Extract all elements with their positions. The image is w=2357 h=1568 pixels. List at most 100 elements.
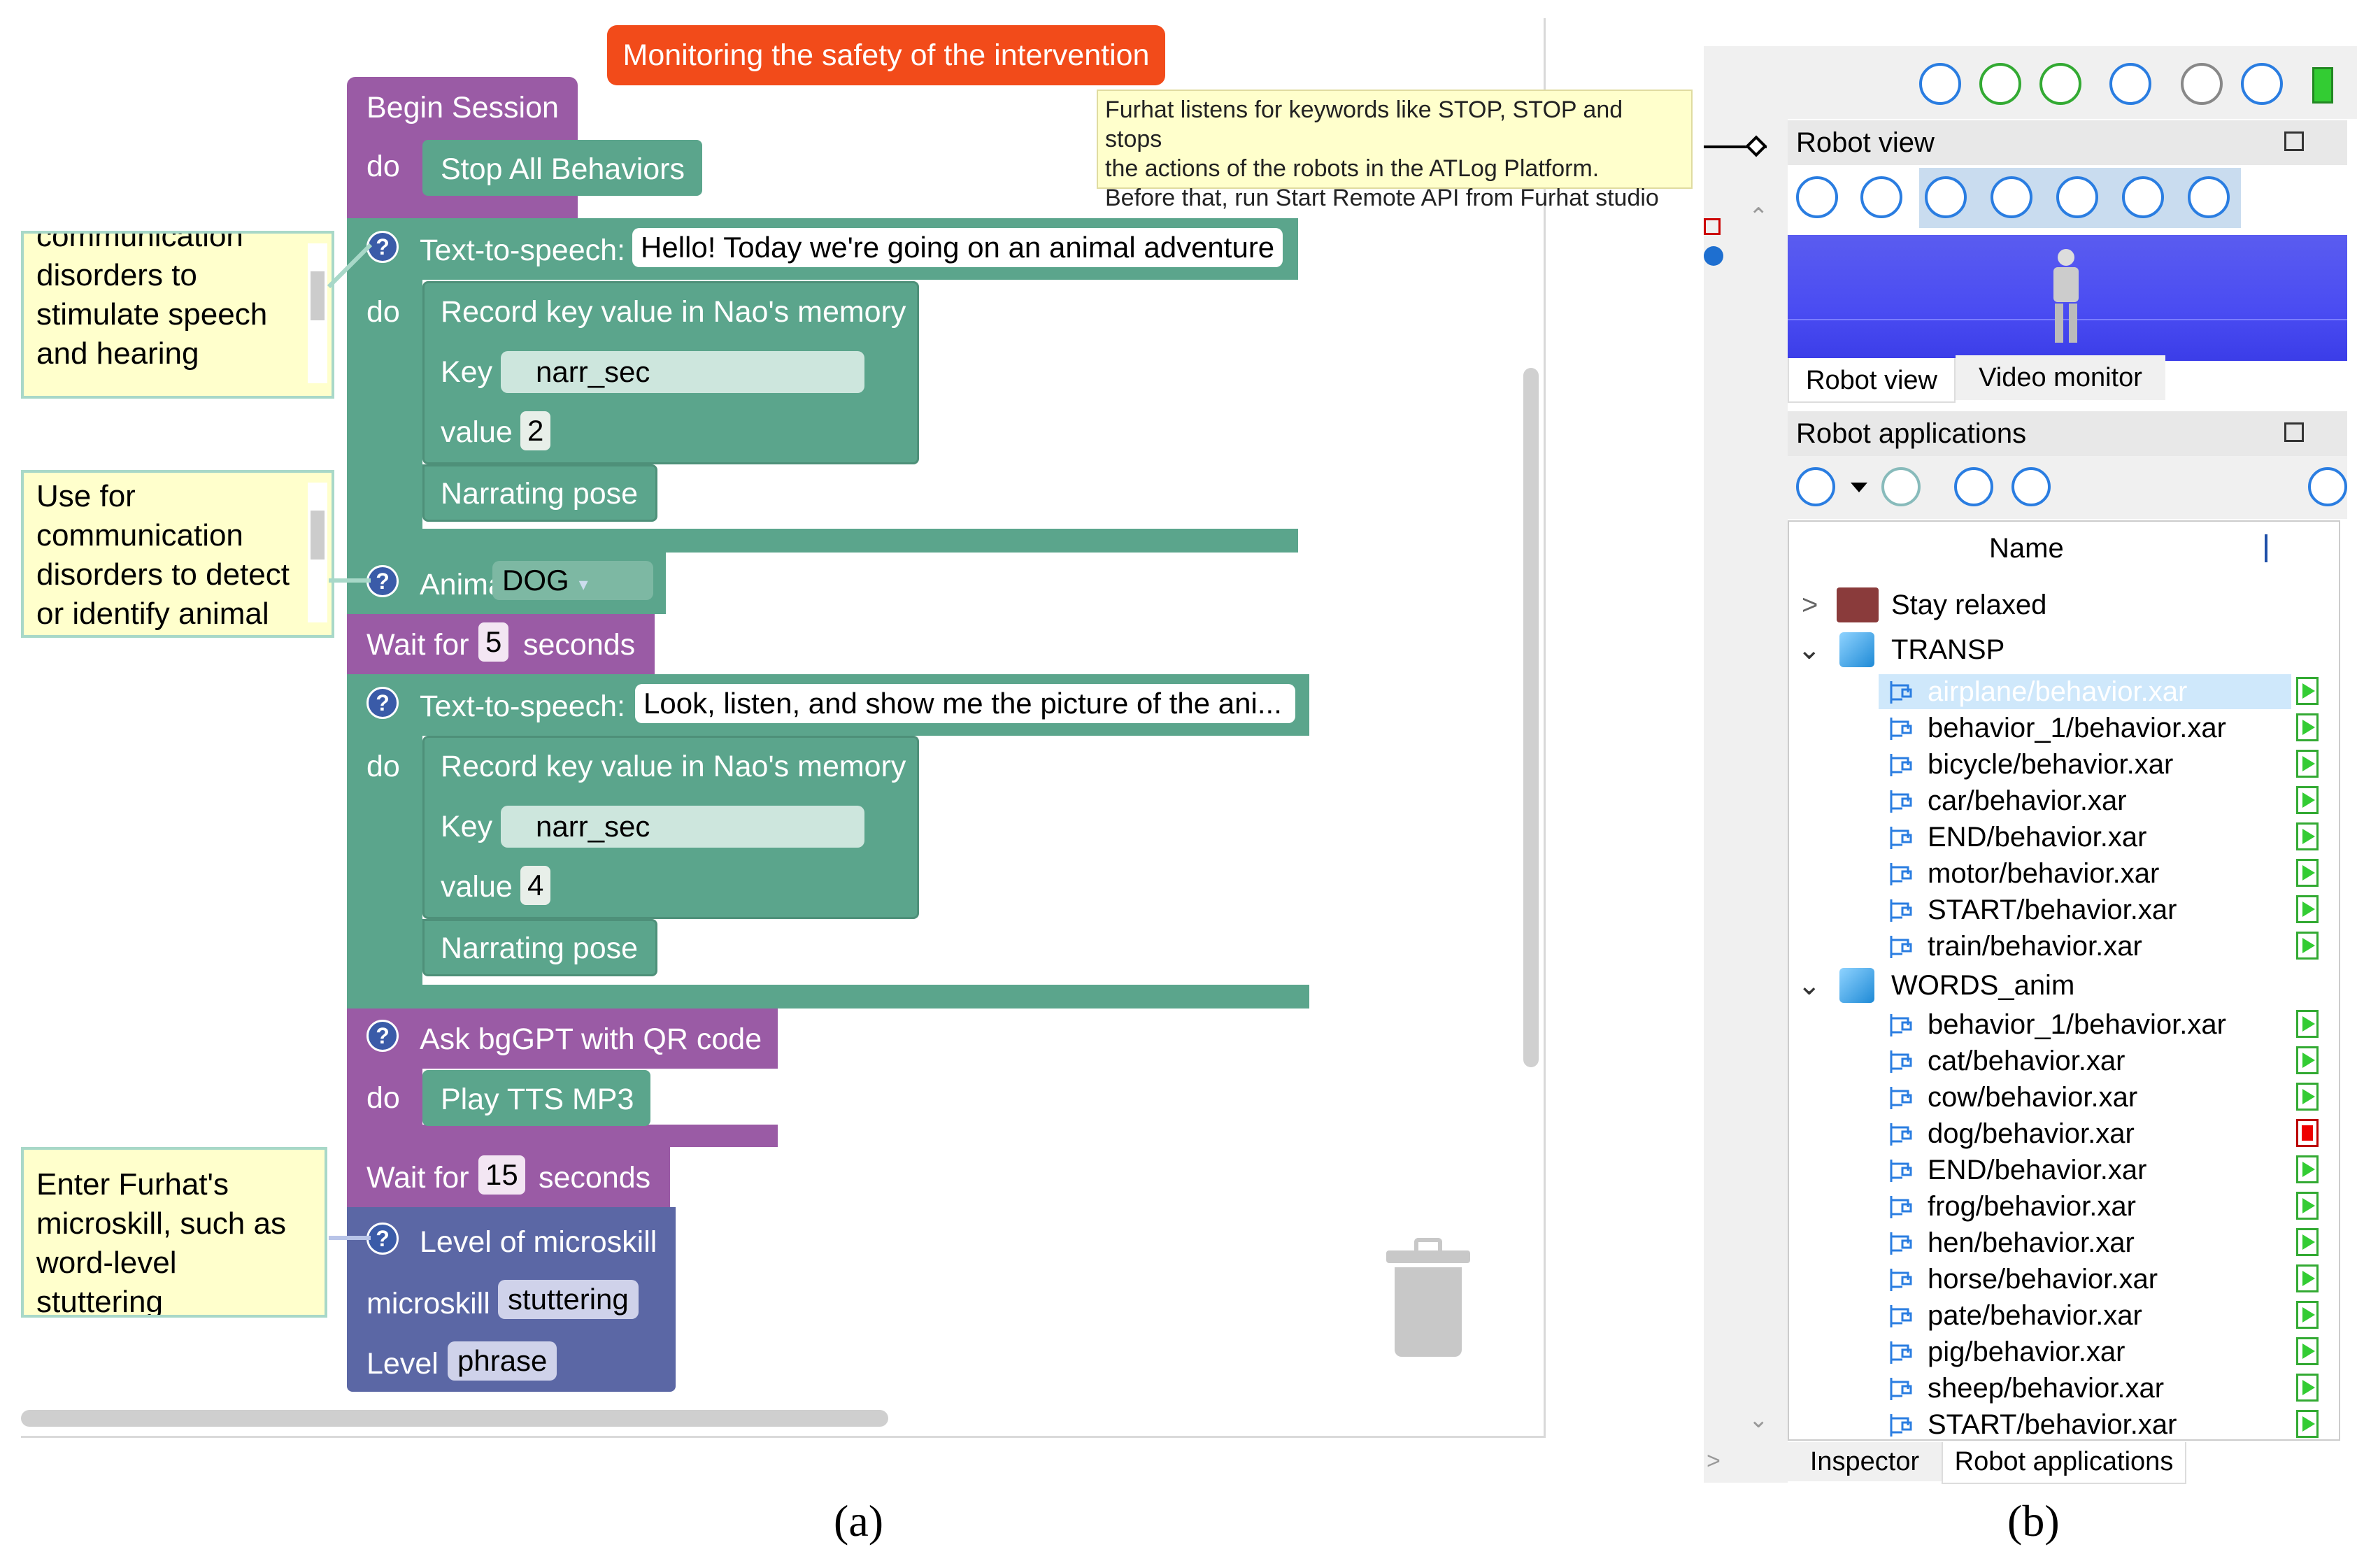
animals-dropdown[interactable]: DOG▾ [492,561,653,600]
key-field[interactable]: narr_sec [501,806,864,848]
settings-icon[interactable] [2056,176,2098,218]
tab-robot-view[interactable]: Robot view [1788,358,1956,403]
add-icon[interactable] [1704,246,1723,266]
play-button[interactable] [2296,1155,2319,1183]
info-icon[interactable] [1796,176,1838,218]
chevron-down-icon[interactable]: ⌄ [1797,634,1821,665]
volume-icon[interactable] [1919,63,1961,105]
delete-icon[interactable] [1881,467,1921,506]
vertical-scrollbar[interactable] [1523,368,1539,1067]
key-field[interactable]: narr_sec [501,351,864,393]
play-button[interactable] [2296,1264,2319,1292]
comment-scrollbar[interactable] [308,483,327,622]
play-button[interactable] [2296,859,2319,887]
horizontal-scrollbar[interactable] [21,1410,888,1427]
connection-icon[interactable] [2308,467,2347,506]
panel-float-icon[interactable] [2284,131,2304,151]
scroll-down-icon[interactable]: ⌄ [1749,1406,1769,1433]
trash-icon[interactable] [1386,1235,1470,1361]
ask-bggpt-block[interactable] [347,1008,778,1069]
body-icon[interactable] [1925,176,1967,218]
behavior-name: motor/behavior.xar [1928,858,2160,889]
wait-seconds-field[interactable]: 5 [478,622,509,662]
tab-inspector[interactable]: Inspector [1788,1442,1942,1481]
help-icon[interactable]: ? [366,1223,399,1255]
robot-apps-title: Robot applications [1788,411,2347,456]
name-column-header[interactable]: Name [1989,533,2064,564]
play-button[interactable] [2296,1301,2319,1329]
play-button[interactable] [2296,1192,2319,1220]
stay-relaxed-row[interactable]: > Stay relaxed [1788,587,2340,622]
wake-icon[interactable] [2241,63,2283,105]
comment-line: word-level stuttering [36,1246,177,1318]
autonomous-icon[interactable] [2039,63,2081,105]
expand-icon[interactable]: > [1707,1448,1721,1474]
level-dropdown[interactable]: phrase [448,1341,557,1381]
tooltip: Furhat listens for keywords like STOP, S… [1097,90,1693,211]
tts1-text-field[interactable]: Hello! Today we're going on an animal ad… [632,228,1283,267]
play-button[interactable] [2296,1410,2319,1438]
flag-icon[interactable] [2265,534,2286,562]
sleep-icon[interactable] [2181,63,2223,105]
play-button[interactable] [2296,895,2319,923]
chevron-down-icon[interactable]: ⌄ [1797,970,1821,1001]
narrating-pose-block-1[interactable] [422,464,657,522]
behavior-icon [1888,1011,1912,1039]
tab-video-monitor[interactable]: Video monitor [1956,355,2165,400]
joints-icon[interactable] [1860,176,1902,218]
posture-icon[interactable] [1979,63,2021,105]
comment-scrollbar[interactable] [308,243,327,383]
play-tts-block[interactable] [422,1070,650,1126]
stop-all-behaviors-block[interactable] [422,140,702,196]
play-button[interactable] [2296,677,2319,705]
value-field[interactable]: 2 [520,411,551,450]
scroll-up-icon[interactable]: ⌃ [1749,204,1769,230]
play-button[interactable] [2296,750,2319,778]
play-button[interactable] [2296,1083,2319,1111]
value-field[interactable]: 4 [520,866,551,905]
comment-bubble[interactable]: Enter Furhat's microskill, such as word-… [21,1147,327,1318]
comment-bubble[interactable]: communication disorders to stimulate spe… [21,231,334,399]
do-label: do [366,750,400,783]
play-button[interactable] [2296,1010,2319,1038]
behavior-name: cat/behavior.xar [1928,1046,2125,1076]
tts2-text-field[interactable]: Look, listen, and show me the picture of… [635,684,1295,723]
narrating-pose-block-2[interactable] [422,919,657,976]
heart-icon[interactable] [2109,63,2151,105]
chevron-down-icon[interactable] [1851,483,1867,492]
play-button[interactable] [2296,786,2319,814]
play-button[interactable] [2296,1046,2319,1074]
tab-robot-applications[interactable]: Robot applications [1942,1442,2186,1484]
help-icon[interactable]: ? [366,1020,399,1052]
panel-float-icon[interactable] [2284,422,2304,442]
play-button[interactable] [2296,713,2319,741]
wait-seconds-field[interactable]: 15 [478,1155,525,1195]
more-options-icon[interactable] [2011,467,2051,506]
behavior-name: car/behavior.xar [1928,785,2127,816]
install-icon[interactable] [1796,467,1835,506]
play-button[interactable] [2296,822,2319,850]
play-button[interactable] [2296,1228,2319,1256]
group-row[interactable]: ⌄ TRANSP [1788,632,2340,667]
comment-line: stimulate speech [36,297,268,332]
value-label: value [441,415,513,449]
add-app-icon[interactable] [1954,467,1993,506]
record-icon[interactable] [1704,218,1721,235]
help-icon[interactable]: ? [366,565,399,597]
app-name: Stay relaxed [1891,590,2047,620]
face-icon[interactable] [2188,176,2230,218]
tts-label: Text-to-speech: [420,234,625,267]
help-icon[interactable]: ? [366,687,399,719]
chevron-right-icon[interactable]: > [1802,590,1818,620]
sensors-icon[interactable] [1991,176,2032,218]
stop-button[interactable] [2296,1119,2319,1147]
microskill-dropdown[interactable]: stuttering [498,1280,639,1319]
sonar-icon[interactable] [2122,176,2164,218]
comment-bubble[interactable]: Use for communication disorders to detec… [21,470,334,638]
robot-3d-view[interactable] [1788,235,2347,361]
play-button[interactable] [2296,932,2319,960]
play-button[interactable] [2296,1337,2319,1365]
play-button[interactable] [2296,1374,2319,1402]
behavior-row[interactable] [1879,674,2291,709]
group-row[interactable]: ⌄ WORDS_anim [1788,968,2340,1003]
